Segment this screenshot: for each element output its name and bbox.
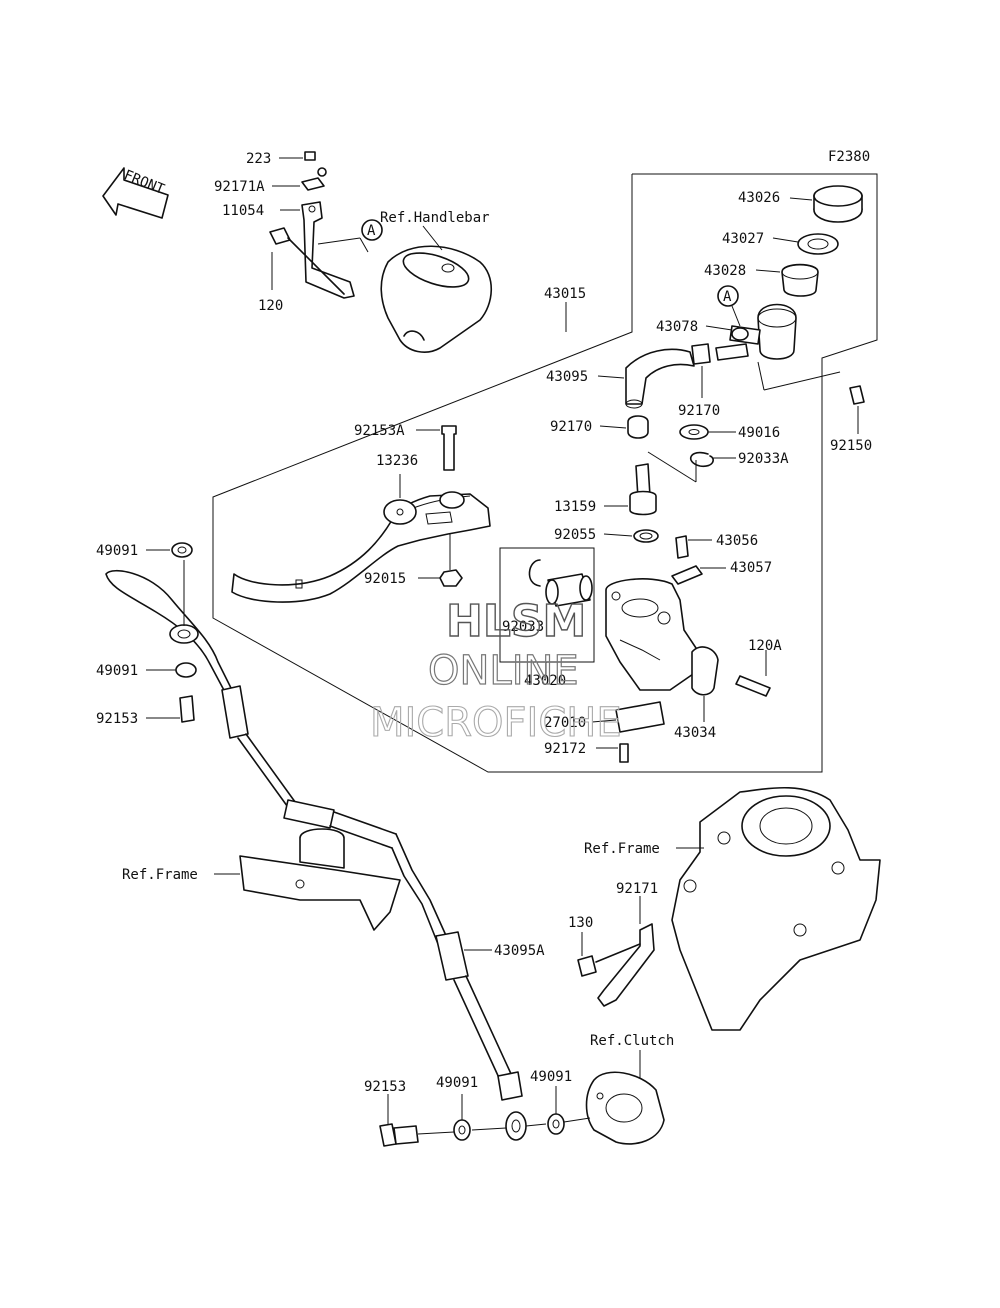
label-120A: 120A: [748, 638, 782, 654]
assembly-43015-outline: [212, 173, 878, 773]
ref-handlebar: Ref.Handlebar: [380, 210, 490, 226]
label-43020: 43020: [524, 673, 566, 689]
hose-43095: [597, 343, 711, 439]
watermark: HLSM ONLINE MICROFICHE: [369, 595, 622, 746]
clutch-slave-cylinder: [585, 1050, 665, 1145]
label-92171: 92171: [616, 881, 658, 897]
label-92170-upper: 92170: [678, 403, 720, 419]
pivot-bolt-92153A: [416, 425, 457, 471]
label-49091-bottom-left: 49091: [436, 1075, 478, 1091]
ref-frame-left: Ref.Frame: [122, 867, 198, 883]
label-11054: 11054: [222, 203, 264, 219]
label-223: 223: [246, 151, 271, 167]
bleeder-43056-43057: [671, 535, 726, 585]
label-43056: 43056: [716, 533, 758, 549]
handlebar-clamp-group: A: [269, 151, 492, 353]
frame-bracket-left: [214, 828, 401, 931]
label-92172: 92172: [544, 741, 586, 757]
label-27010: 27010: [544, 715, 586, 731]
label-92170-lower: 92170: [550, 419, 592, 435]
label-43078: 43078: [656, 319, 698, 335]
label-43026: 43026: [738, 190, 780, 206]
figure-code: F2380: [828, 149, 870, 165]
part-labels: 223 92171A 11054 120 Ref.Handlebar 43015…: [96, 151, 872, 1095]
nut-92015: [418, 534, 463, 587]
piston-kit-43020: [499, 547, 595, 676]
label-92153-bottom: 92153: [364, 1079, 406, 1095]
watermark-line3: MICROFICHE: [370, 700, 622, 746]
label-49016: 49016: [738, 425, 780, 441]
watermark-line2: ONLINE: [428, 648, 579, 694]
label-92033: 92033: [502, 619, 544, 635]
label-49091-top: 49091: [96, 543, 138, 559]
callout-a-right: A: [723, 289, 732, 305]
watermark-line1: HLSM: [446, 596, 586, 647]
label-92055: 92055: [554, 527, 596, 543]
label-43095A: 43095A: [494, 943, 545, 959]
label-130: 130: [568, 915, 593, 931]
clutch-hose-43095A: [105, 542, 527, 1141]
front-arrow-icon: FRONT: [102, 167, 169, 219]
label-13236: 13236: [376, 453, 418, 469]
fitting-13159: [603, 451, 697, 543]
label-43057: 43057: [730, 560, 772, 576]
label-92033A: 92033A: [738, 451, 789, 467]
label-92171A: 92171A: [214, 179, 265, 195]
label-49091-mid: 49091: [96, 663, 138, 679]
bottom-banjo-hardware: [379, 1086, 591, 1147]
label-120: 120: [258, 298, 283, 314]
label-92153A: 92153A: [354, 423, 405, 439]
label-92150: 92150: [830, 438, 872, 454]
label-92153-left: 92153: [96, 711, 138, 727]
washer-49016-circlip-92033A: [679, 424, 736, 468]
label-43034: 43034: [674, 725, 716, 741]
label-13159: 13159: [554, 499, 596, 515]
label-43015: 43015: [544, 286, 586, 302]
ref-frame-right: Ref.Frame: [584, 841, 660, 857]
master-cylinder-body: [591, 578, 771, 763]
label-49091-bottom-right: 49091: [530, 1069, 572, 1085]
label-43027: 43027: [722, 231, 764, 247]
reservoir-group: A: [705, 185, 865, 434]
frame-head-right: [577, 786, 881, 1031]
callout-a-left: A: [367, 223, 376, 239]
clutch-lever-13236: [231, 474, 491, 603]
label-43095: 43095: [546, 369, 588, 385]
ref-clutch: Ref.Clutch: [590, 1033, 674, 1049]
label-92015: 92015: [364, 571, 406, 587]
label-43028: 43028: [704, 263, 746, 279]
